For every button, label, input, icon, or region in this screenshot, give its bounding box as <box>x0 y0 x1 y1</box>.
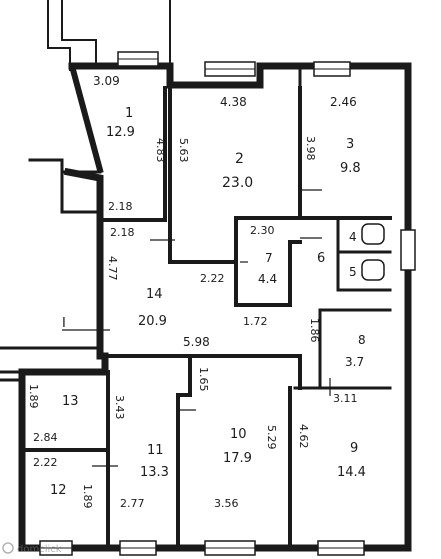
window-room-9 <box>317 540 365 556</box>
dimension-label: 4.77 <box>106 256 119 281</box>
dimension-label: 2.22 <box>200 272 225 285</box>
room-number: 1 <box>125 106 133 121</box>
section-marker-label: I <box>62 316 66 331</box>
room-number: 14 <box>146 287 163 302</box>
window-room-3 <box>313 61 351 77</box>
room-12: 12 <box>50 483 67 498</box>
room-number: 9 <box>350 441 358 456</box>
room-area: 9.8 <box>340 161 361 176</box>
room-area: 20.9 <box>138 314 167 329</box>
dimension-label: 1.86 <box>308 318 321 343</box>
room-14: 14 20.9 <box>138 287 167 329</box>
dimension-label: 1.89 <box>81 484 94 509</box>
dimension-label: 2.18 <box>110 226 135 239</box>
dimension-label: 3.98 <box>304 136 317 161</box>
dimension-label: 2.22 <box>33 456 58 469</box>
room-7: 7 4.4 <box>258 251 277 286</box>
dimension-label: 2.77 <box>120 497 145 510</box>
room-area: 4.4 <box>258 272 277 286</box>
room-number: 4 <box>349 230 357 244</box>
interior-walls <box>20 64 392 550</box>
room-number: 2 <box>235 151 244 167</box>
dimension-label: 4.62 <box>297 424 310 449</box>
window-room-2 <box>204 61 256 77</box>
dimension-label: 2.46 <box>330 95 357 109</box>
room-number: 8 <box>358 333 366 347</box>
dimension-label: 2.84 <box>33 431 58 444</box>
room-number: 13 <box>62 394 79 409</box>
room-area: 13.3 <box>140 465 169 480</box>
window-right <box>400 229 416 271</box>
room-number: 6 <box>317 251 325 266</box>
dimension-label: 3.11 <box>333 392 358 405</box>
windows <box>39 51 416 556</box>
section-marker: I <box>62 316 110 331</box>
dimension-label: 2.30 <box>250 224 275 237</box>
window-room-11 <box>119 540 157 556</box>
dimension-label: 1.89 <box>27 384 40 409</box>
plumbing-fixtures <box>361 223 385 281</box>
dimension-label: 1.72 <box>243 315 268 328</box>
dimension-label: 5.98 <box>183 335 210 349</box>
watermark: domclick <box>2 542 62 555</box>
room-number: 12 <box>50 483 67 498</box>
room-2: 2 23.0 <box>222 151 253 191</box>
room-number: 11 <box>147 443 164 458</box>
sink-fixture <box>361 259 385 281</box>
room-4: 4 <box>349 230 357 244</box>
dimension-label: 3.56 <box>214 497 239 510</box>
dimension-label: 2.18 <box>108 200 133 213</box>
watermark-text: domclick <box>17 544 62 555</box>
door-marks <box>92 189 331 467</box>
room-area: 12.9 <box>106 125 135 140</box>
room-9: 9 14.4 <box>337 441 366 480</box>
room-5: 5 <box>349 265 357 279</box>
room-number: 10 <box>230 427 247 442</box>
window-room-1 <box>117 51 159 67</box>
room-10: 10 17.9 <box>223 427 252 466</box>
dimension-label: 3.43 <box>113 395 126 420</box>
toilet-fixture <box>361 223 385 245</box>
dimension-label: 4.83 <box>154 138 167 163</box>
room-labels: 1 12.9 2 23.0 3 9.8 4 5 6 7 4.4 8 3.7 9 <box>50 106 366 498</box>
room-number: 7 <box>265 251 273 265</box>
dimension-label: 4.38 <box>220 95 247 109</box>
room-number: 3 <box>346 137 354 152</box>
room-3: 3 9.8 <box>340 137 361 176</box>
dimension-label: 5.63 <box>177 138 190 163</box>
dimension-labels: 3.09 4.83 5.63 4.38 2.46 3.98 2.18 2.18 … <box>27 74 358 510</box>
dimension-label: 5.29 <box>265 425 278 450</box>
room-area: 23.0 <box>222 175 253 191</box>
room-area: 14.4 <box>337 465 366 480</box>
dimension-label: 3.09 <box>93 74 120 88</box>
room-number: 5 <box>349 265 357 279</box>
room-1: 1 12.9 <box>106 106 135 140</box>
dimension-label: 1.65 <box>197 367 210 392</box>
room-11: 11 13.3 <box>140 443 169 480</box>
window-room-10 <box>204 540 256 556</box>
room-6: 6 <box>317 251 325 266</box>
room-8: 8 3.7 <box>345 333 366 369</box>
room-area: 3.7 <box>345 355 364 369</box>
room-13: 13 <box>62 394 79 409</box>
window-room-12 <box>39 540 73 556</box>
room-area: 17.9 <box>223 451 252 466</box>
